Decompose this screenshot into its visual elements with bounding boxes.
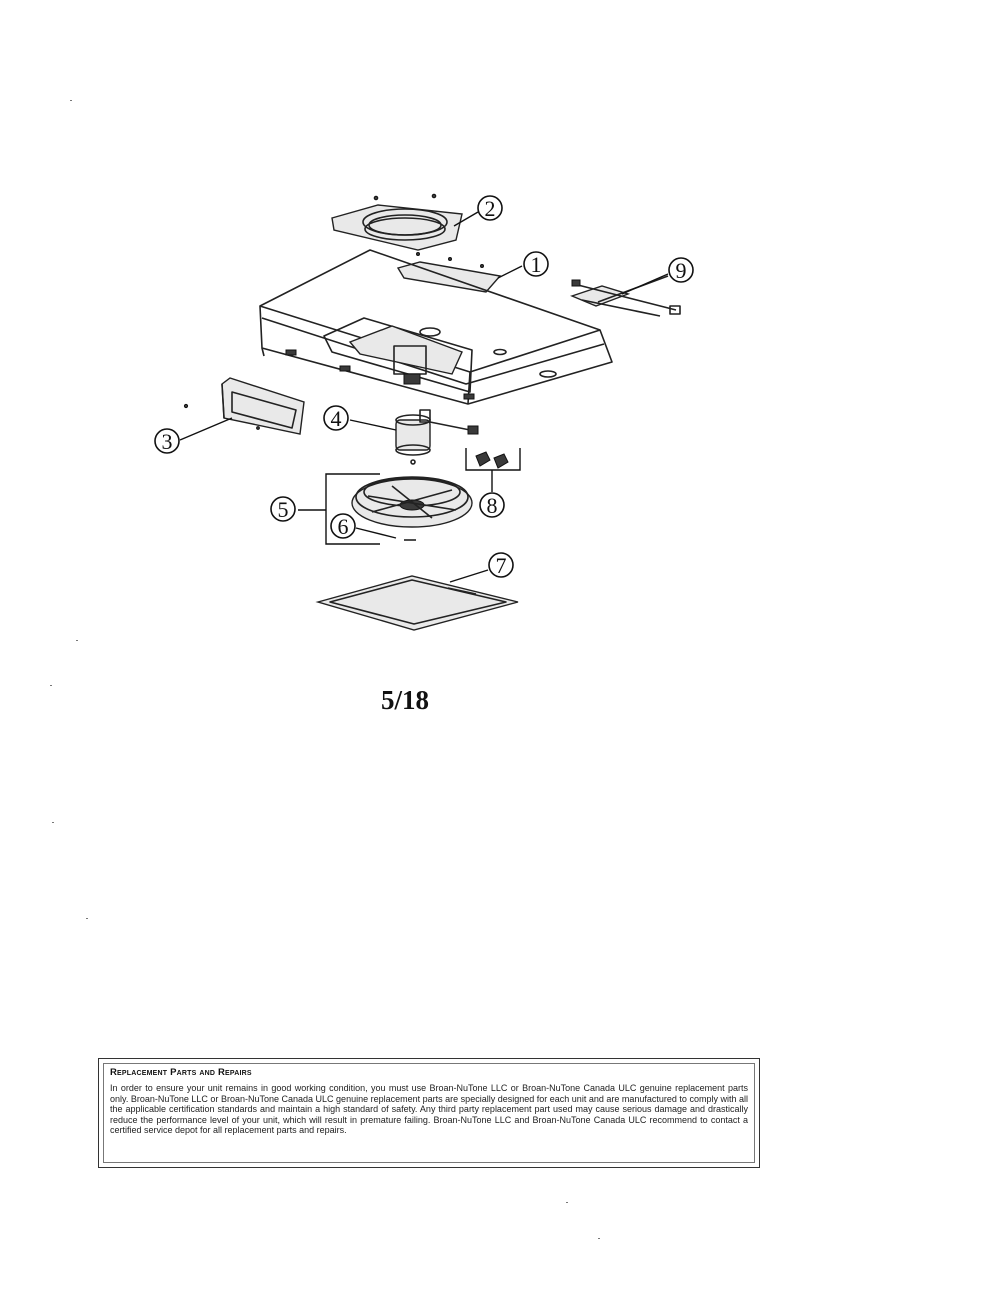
callout-1: 1 [523,251,549,277]
page-number: 5/18 [380,685,429,715]
blower-assembly-part [325,473,473,545]
callout-7-label: 7 [496,553,507,578]
range-hood-body-part [259,249,613,405]
callout-8: 8 [479,492,505,518]
scan-speck [70,100,72,101]
motor-part [395,409,479,465]
notice-body: In order to ensure your unit remains in … [110,1083,748,1136]
callout-5-label: 5 [278,497,289,522]
callout-4: 4 [323,405,349,431]
duct-collar-part [331,193,463,251]
scan-speck [598,1238,600,1239]
callout-7: 7 [488,552,514,578]
scan-speck [50,685,52,686]
callout-2-label: 2 [485,196,496,221]
callout-4-label: 4 [331,406,342,431]
callout-8-label: 8 [487,493,498,518]
grease-filter-part [315,575,519,631]
leader-lines [179,211,669,583]
callout-9: 9 [668,257,694,283]
scan-speck [52,822,54,823]
callout-3-label: 3 [162,429,173,454]
switch-housing-part [183,377,305,435]
light-socket-part [465,448,521,471]
replacement-parts-notice: Replacement Parts and Repairs In order t… [98,1058,760,1168]
callout-2: 2 [477,195,503,221]
callout-9-label: 9 [676,258,687,283]
callout-1-label: 1 [531,252,542,277]
damper-plate-part [396,252,502,293]
callout-5: 5 [270,496,296,522]
callout-6: 6 [330,513,356,539]
callout-3: 3 [154,428,180,454]
notice-frame: Replacement Parts and Repairs In order t… [103,1063,755,1163]
wiring-harness-part [570,275,681,317]
scan-speck [566,1202,568,1203]
scan-speck [76,640,78,641]
exploded-parts-diagram: 1 2 3 4 5 6 7 8 9 [154,193,694,631]
notice-title: Replacement Parts and Repairs [110,1067,252,1078]
callout-6-label: 6 [338,514,349,539]
scan-speck [86,918,88,919]
